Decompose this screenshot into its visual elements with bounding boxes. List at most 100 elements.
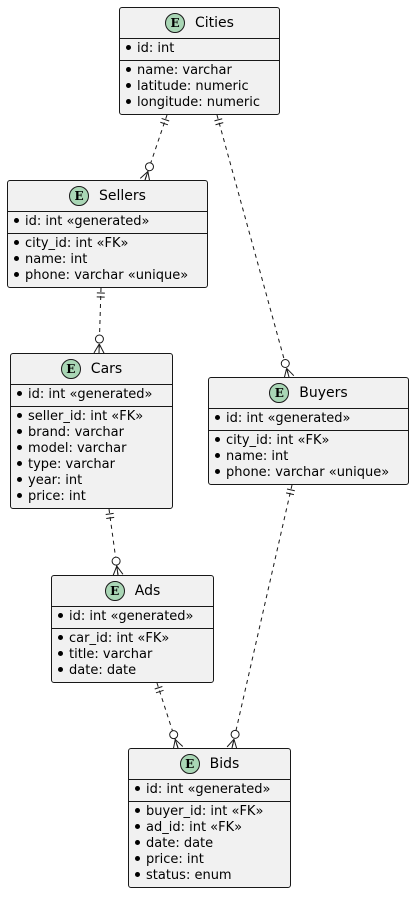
attribute-text: price: int (146, 852, 204, 867)
many-marker-cities-sellers (147, 171, 151, 182)
bullet-icon (17, 429, 22, 434)
attribute-field: date: date (129, 836, 290, 852)
primary-key-field: id: int «generated» (209, 411, 408, 427)
many-marker-ads-bids (174, 739, 179, 749)
attribute-text: title: varchar (69, 647, 153, 662)
many-marker-cities-buyers (286, 367, 295, 377)
attribute-text: name: int (226, 449, 289, 464)
relationship-line-sellers-cars (98, 287, 102, 354)
primary-key-field: id: int «generated» (129, 782, 290, 798)
entity-name: Cities (195, 15, 234, 31)
attribute-field: brand: varchar (11, 425, 172, 441)
attribute-field: name: varchar (120, 63, 279, 79)
entity-icon: E (69, 186, 90, 206)
bullet-icon (17, 477, 22, 482)
entity-icon: E (269, 383, 290, 403)
attribute-field: date: date (52, 663, 213, 679)
attribute-text: name: int (25, 252, 88, 267)
attribute-field: year: int (11, 473, 172, 489)
bullet-icon (135, 808, 140, 813)
attribute-text: id: int (137, 41, 175, 56)
attribute-field: latitude: numeric (120, 79, 279, 95)
bullet-icon (135, 872, 140, 877)
zero-marker-cars-ads (111, 556, 121, 566)
attribute-field: longitude: numeric (120, 95, 279, 111)
bullet-icon (126, 99, 131, 104)
relationship-line-cities-buyers (216, 114, 290, 378)
bullet-icon (58, 613, 63, 618)
one-marker-cities-buyers (214, 118, 223, 122)
many-marker-sellers-cars (98, 343, 105, 354)
many-marker-cities-sellers (144, 171, 149, 181)
bullet-icon (135, 824, 140, 829)
bullet-icon (126, 45, 131, 50)
bullet-icon (58, 651, 63, 656)
entity-name: Cars (90, 361, 123, 377)
one-marker-cities-buyers (215, 122, 224, 126)
bullet-icon (135, 786, 140, 791)
many-marker-ads-bids (174, 739, 184, 747)
many-marker-cars-ads (116, 565, 124, 575)
attribute-text: car_id: int «FK» (69, 631, 170, 646)
one-marker-cities-sellers (160, 121, 169, 126)
bullet-icon (14, 218, 19, 223)
attribute-text: year: int (28, 473, 83, 488)
attribute-text: model: varchar (28, 441, 127, 456)
many-marker-sellers-cars (93, 343, 100, 354)
bullet-icon (215, 415, 220, 420)
many-marker-buyers-bids (233, 739, 238, 750)
attribute-text: brand: varchar (28, 425, 124, 440)
attribute-text: longitude: numeric (137, 95, 261, 110)
many-marker-cars-ads (112, 565, 118, 576)
attribute-text: price: int (28, 489, 86, 504)
attribute-field: status: enum (129, 868, 290, 884)
attribute-text: latitude: numeric (137, 79, 249, 94)
bullet-icon (58, 635, 63, 640)
attribute-text: id: int «generated» (146, 782, 271, 797)
entity-icon: E (165, 13, 186, 33)
attribute-text: id: int «generated» (25, 214, 150, 229)
attribute-field: type: varchar (11, 457, 172, 473)
attribute-field: phone: varchar «unique» (209, 465, 408, 481)
attribute-text: buyer_id: int «FK» (146, 804, 264, 819)
bullet-icon (215, 437, 220, 442)
zero-marker-cities-sellers (144, 162, 154, 172)
many-marker-cities-buyers (283, 368, 288, 379)
bullet-icon (126, 67, 131, 72)
attribute-field: price: int (129, 852, 290, 868)
entity-name: Ads (134, 583, 161, 599)
entity-name: Bids (209, 756, 240, 772)
attribute-field: price: int (11, 489, 172, 505)
attribute-text: city_id: int «FK» (25, 236, 129, 251)
attribute-field: title: varchar (52, 647, 213, 663)
one-marker-buyers-bids (286, 488, 295, 492)
primary-key-field: id: int (120, 41, 279, 57)
primary-key-section: id: int «generated» (129, 780, 290, 802)
bullet-icon (135, 840, 140, 845)
zero-marker-sellers-cars (94, 334, 104, 344)
primary-key-field: id: int «generated» (8, 214, 207, 230)
bullet-icon (14, 240, 19, 245)
attribute-text: ad_id: int «FK» (146, 820, 243, 835)
attribute-text: name: varchar (137, 63, 232, 78)
bullet-icon (17, 413, 22, 418)
primary-key-section: id: int (120, 39, 279, 61)
one-marker-ads-bids (155, 689, 164, 694)
attribute-text: id: int «generated» (28, 387, 153, 402)
primary-key-field: id: int «generated» (11, 387, 172, 403)
attribute-text: date: date (146, 836, 214, 851)
many-marker-buyers-bids (231, 739, 235, 749)
entity-header: E Cities (120, 8, 279, 39)
one-marker-cars-ads (106, 516, 115, 519)
attribute-field: seller_id: int «FK» (11, 409, 172, 425)
